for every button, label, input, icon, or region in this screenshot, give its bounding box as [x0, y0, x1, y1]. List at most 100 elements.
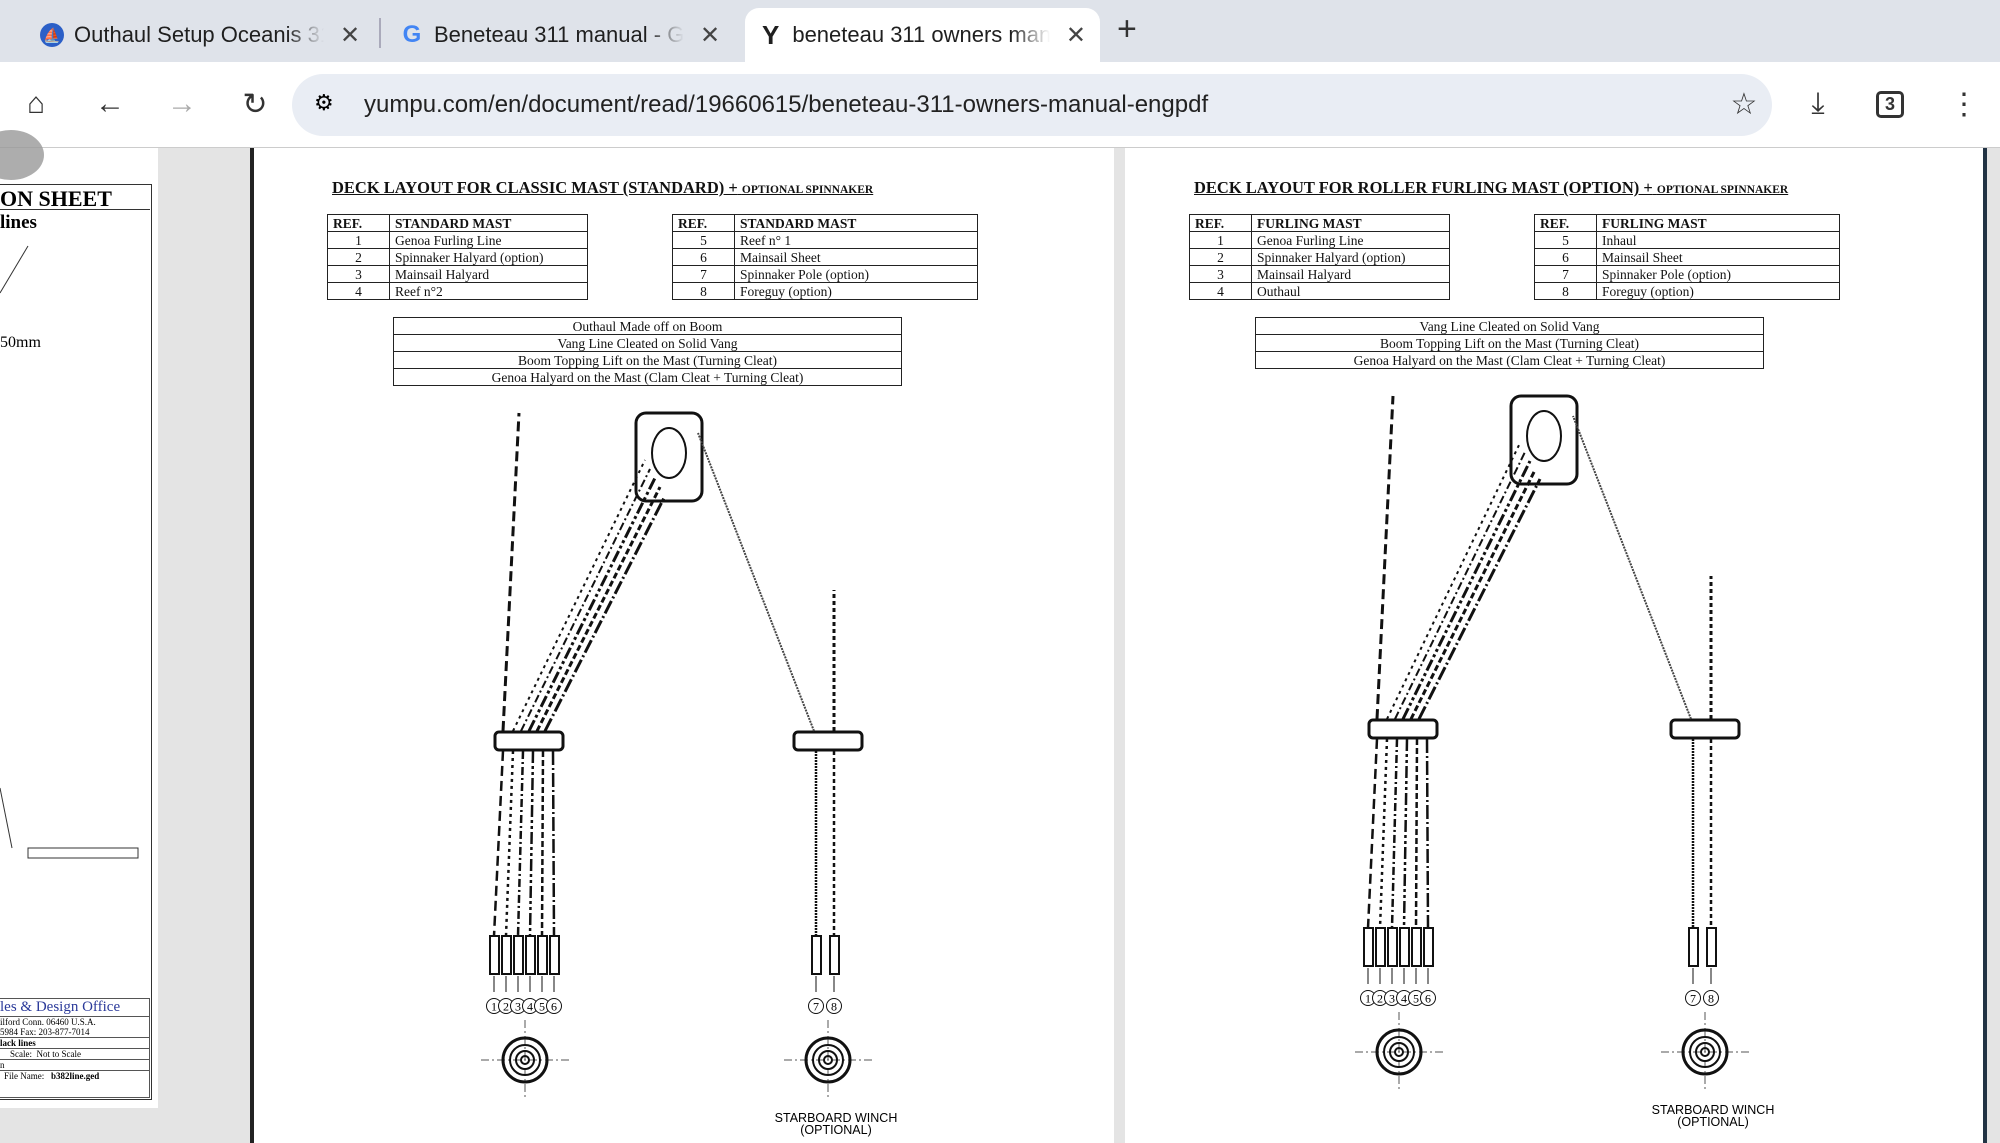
winch-icon: [1700, 1047, 1710, 1057]
ref-number: 2: [1377, 992, 1383, 1006]
line-halyard: [1409, 469, 1537, 720]
ref-number: 1: [491, 1000, 497, 1014]
rope-clutch: [1411, 927, 1422, 967]
winch-icon: [1689, 1036, 1721, 1068]
site-settings-icon[interactable]: ⚙: [314, 90, 334, 115]
sailboat-icon: ⛵: [40, 23, 64, 47]
winch-icon: [1695, 1042, 1715, 1062]
winch-icon: [804, 1036, 852, 1084]
tab-google[interactable]: G Beneteau 311 manual - Google ✕: [386, 8, 734, 62]
ref-circle: [1685, 990, 1701, 1006]
winch-icon: [520, 1055, 530, 1065]
deck-organizer-starboard: [792, 730, 864, 752]
line-halyard: [543, 495, 667, 732]
ref-number: 8: [1708, 992, 1714, 1006]
ref-number: 4: [527, 1000, 533, 1014]
line-to-clutch: [528, 750, 535, 937]
line-to-clutch: [1425, 738, 1430, 929]
home-icon[interactable]: ⌂: [26, 87, 46, 120]
partial-drawing: [0, 245, 139, 859]
line-to-clutch: [504, 750, 515, 937]
rope-clutch: [1363, 927, 1374, 967]
close-tab-icon[interactable]: ✕: [1065, 21, 1086, 49]
tab-outhaul[interactable]: ⛵ Outhaul Setup Oceanis 311 | ✕: [26, 8, 374, 62]
rope-clutch: [513, 935, 524, 975]
line-to-clutch: [1378, 738, 1389, 929]
winch-label: (OPTIONAL): [800, 1123, 872, 1137]
mast-section: [651, 427, 687, 479]
line-to-clutch: [1390, 738, 1399, 929]
winch-icon: [1389, 1042, 1409, 1062]
tab-yumpu[interactable]: Y beneteau 311 owners manual ✕: [745, 8, 1100, 62]
line-to-clutch: [1414, 738, 1419, 929]
mast-plate: [634, 411, 704, 503]
line-genoa-furling: [501, 412, 521, 732]
line-halyard: [1386, 442, 1521, 720]
ref-number: 7: [1690, 992, 1696, 1006]
address-bar[interactable]: ⚙ yumpu.com/en/document/read/19660615/be…: [292, 74, 1772, 136]
page-furling-mast: [1125, 148, 1985, 1143]
menu-icon[interactable]: ⋮: [1949, 87, 1979, 121]
line-to-clutch: [492, 750, 505, 937]
page-edge: [1983, 148, 1987, 1143]
deck-organizer-port: [493, 730, 565, 752]
winch-label: STARBOARD WINCH: [775, 1111, 898, 1125]
rope-clutch: [549, 935, 560, 975]
line-spinnaker-pole: [1572, 415, 1692, 720]
tab-count-button[interactable]: 3: [1868, 82, 1912, 126]
line-halyard: [1417, 478, 1542, 720]
sheet-border: [0, 184, 152, 1100]
ref-number: 2: [503, 1000, 509, 1014]
ref-circle: [546, 998, 562, 1014]
new-tab-button[interactable]: +: [1117, 10, 1137, 48]
winch-icon: [501, 1036, 549, 1084]
ref-circle: [808, 998, 824, 1014]
download-icon[interactable]: ⤓: [1811, 87, 1825, 120]
ref-number: 4: [1401, 992, 1407, 1006]
rope-clutch: [537, 935, 548, 975]
ref-number: 1: [1365, 992, 1371, 1006]
reload-icon[interactable]: ↻: [242, 87, 268, 121]
winch-icon: [515, 1050, 535, 1070]
line-halyard: [535, 486, 662, 732]
rope-clutch: [1706, 927, 1717, 967]
ref-number: 5: [1413, 992, 1419, 1006]
tab-separator: [379, 18, 381, 48]
ref-circle: [1420, 990, 1436, 1006]
ref-number: 7: [813, 1000, 819, 1014]
line-halyard: [527, 477, 657, 732]
ref-circle: [1703, 990, 1719, 1006]
winch-icon: [823, 1055, 833, 1065]
google-icon: G: [402, 21, 422, 48]
rope-clutch: [829, 935, 840, 975]
rope-clutch: [489, 935, 500, 975]
left-partial-page: ON SHEET lines 50mm les & Design Office …: [0, 148, 158, 1108]
sheet-subtitle: lines: [0, 212, 37, 233]
winch-icon: [818, 1050, 838, 1070]
close-tab-icon[interactable]: ✕: [340, 21, 361, 49]
line-to-clutch: [540, 750, 545, 937]
back-icon[interactable]: ←: [95, 87, 125, 120]
winch-icon: [1383, 1036, 1415, 1068]
line-halyard: [520, 468, 651, 732]
ref-number: 3: [1389, 992, 1395, 1006]
forward-icon[interactable]: →: [167, 87, 197, 120]
line-halyard: [1394, 451, 1526, 720]
rope-clutch: [501, 935, 512, 975]
bookmark-star-icon[interactable]: ☆: [1730, 87, 1758, 121]
toolbar: ⌂ ← → ↻ ⚙ yumpu.com/en/document/read/196…: [0, 62, 2000, 148]
winch-icon: [812, 1044, 844, 1076]
winch-icon: [1375, 1028, 1423, 1076]
rope-clutch: [525, 935, 536, 975]
line-to-clutch: [1366, 738, 1379, 929]
line-to-clutch: [1402, 738, 1409, 929]
page-title: DECK LAYOUT FOR CLASSIC MAST (STANDARD) …: [332, 178, 874, 197]
sheet-title: ON SHEET: [0, 186, 150, 211]
close-tab-icon[interactable]: ✕: [700, 21, 721, 49]
rope-clutch: [1423, 927, 1434, 967]
